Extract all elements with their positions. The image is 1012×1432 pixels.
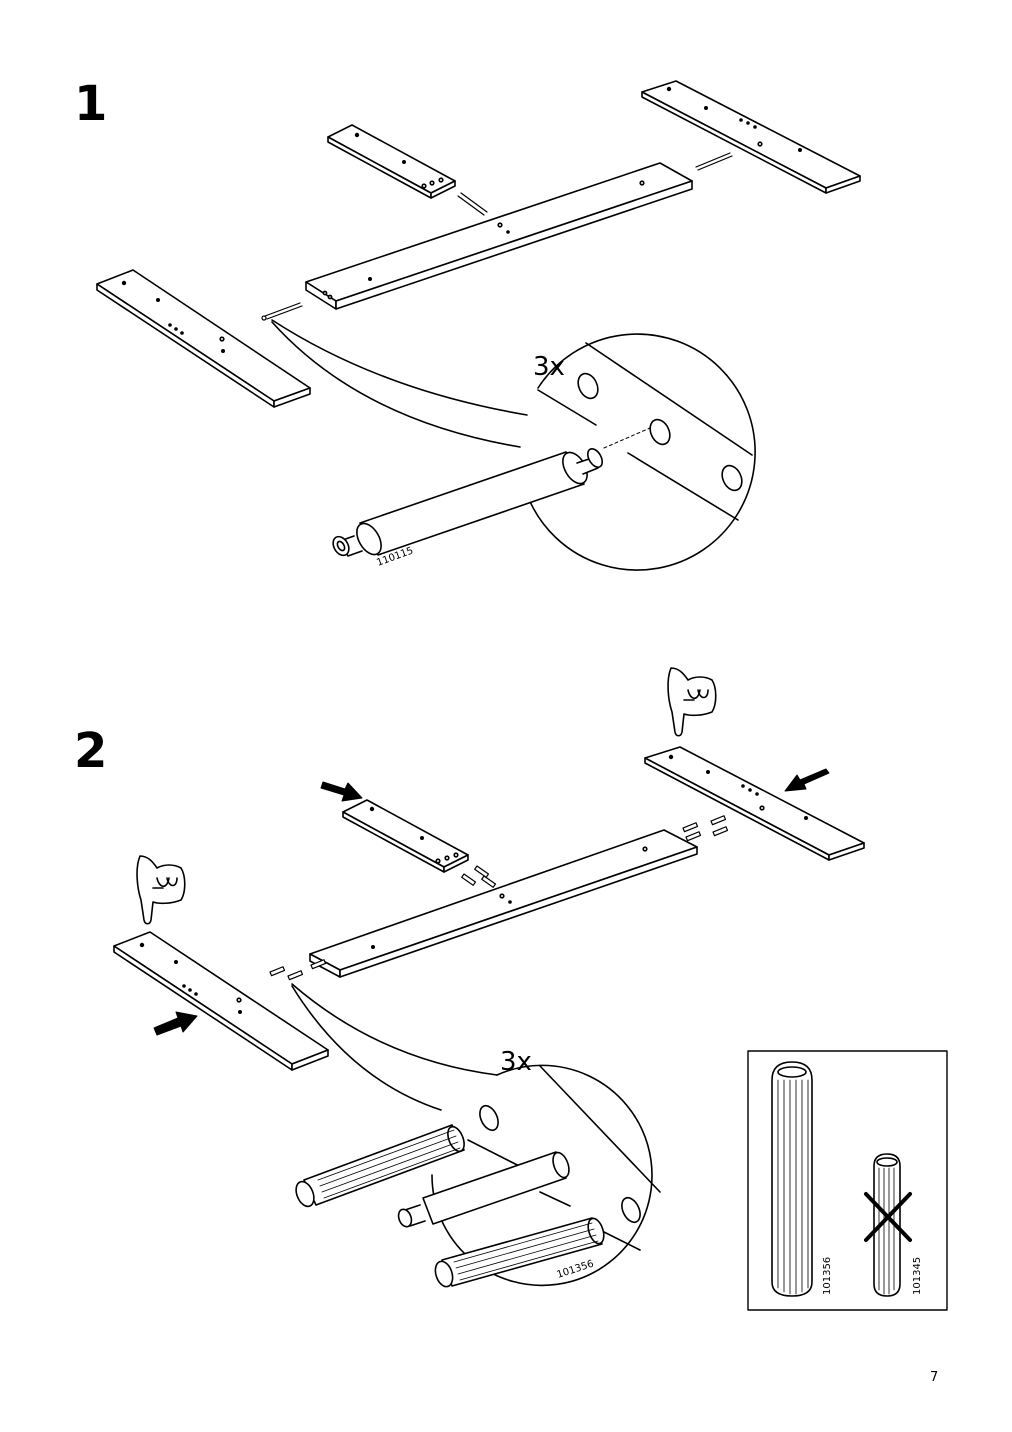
plain-dowel-step2 bbox=[397, 1151, 570, 1228]
arrow-icon-short-board bbox=[320, 781, 363, 802]
correct-part-id: 101356 bbox=[822, 1257, 833, 1295]
dowel-pins-step2 bbox=[269, 815, 729, 981]
correct-dowel-long bbox=[771, 1061, 813, 1297]
arrow-icon-right-board bbox=[784, 768, 830, 792]
arrow-icon-left-board bbox=[153, 1011, 198, 1036]
step-2-quantity: 3x bbox=[500, 1047, 532, 1077]
board-left-long bbox=[96, 269, 311, 408]
step-2-illustration: 3x 101356 bbox=[113, 667, 948, 1311]
step-1-number: 1 bbox=[74, 76, 108, 132]
detail-circle-step1 bbox=[527, 333, 756, 571]
board-right-top bbox=[641, 80, 861, 194]
cross-mark-icon bbox=[864, 1192, 912, 1242]
step-2-number: 2 bbox=[74, 723, 108, 779]
fluted-dowel-lower bbox=[434, 1217, 605, 1288]
hand-pointing-icon-left bbox=[136, 855, 186, 925]
board-right-step2 bbox=[644, 746, 865, 861]
dowel-110115 bbox=[332, 448, 604, 557]
fluted-dowel-upper bbox=[295, 1124, 465, 1208]
step-1-illustration: 3x 110115 bbox=[96, 80, 861, 571]
board-left-step2 bbox=[113, 931, 329, 1071]
dowel-pins-step1 bbox=[261, 152, 733, 321]
board-short-step2 bbox=[342, 799, 469, 873]
board-long-step2 bbox=[309, 829, 698, 978]
page-number: 7 bbox=[930, 1370, 939, 1385]
step-2-part-id: 101356 bbox=[556, 1259, 596, 1281]
dowel-comparison-box bbox=[747, 1050, 948, 1311]
hand-pointing-icon-right bbox=[667, 667, 717, 737]
step-1-quantity: 3x bbox=[533, 352, 565, 382]
wrong-part-id: 101345 bbox=[912, 1257, 923, 1295]
board-long-middle bbox=[305, 162, 693, 310]
board-short-top bbox=[327, 124, 456, 199]
